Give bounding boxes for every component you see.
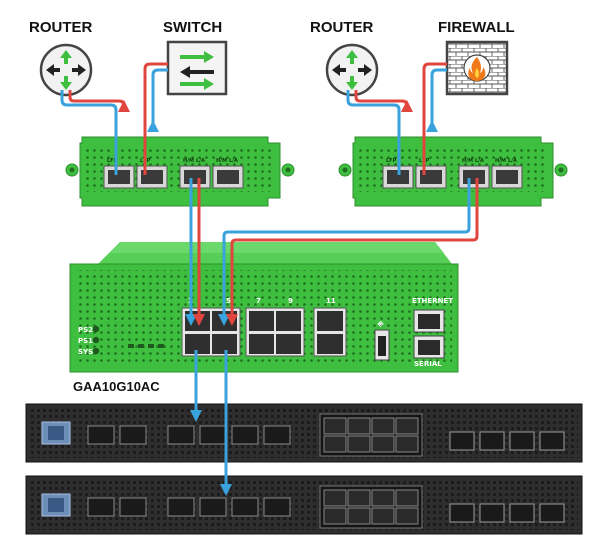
router-left-label: ROUTER	[29, 19, 93, 36]
switch-label: SWITCH	[163, 19, 222, 36]
device-model-label: GAA10G10AC	[73, 379, 160, 394]
tap-module-left: LFP LFP H/M L/A H/M L/A	[65, 136, 295, 207]
tap-right-port-label: H/M	[495, 158, 506, 164]
router-left-icon	[39, 43, 93, 97]
server-bottom	[25, 475, 583, 535]
link-router-right-blue	[346, 90, 401, 175]
switch-icon	[166, 40, 228, 96]
tap-left-port-label: LFP	[107, 158, 118, 164]
server-top	[25, 403, 583, 463]
links	[60, 62, 479, 496]
tap-right-port-label: LFP	[386, 158, 397, 164]
status-led-label: SYS	[78, 348, 93, 356]
link-tap-right-red	[230, 178, 479, 318]
tap-right-port-label: L/A	[475, 158, 484, 164]
link-firewall-blue	[430, 68, 447, 130]
router-right-icon	[325, 43, 379, 97]
firewall-label: FIREWALL	[438, 19, 515, 36]
link-switch-blue	[151, 68, 168, 130]
tap-right-port-label: L/A	[508, 158, 517, 164]
link-tap-right-blue	[222, 178, 471, 318]
tap-left-port-label: L/A	[196, 158, 205, 164]
tap-left-port-label: H/M	[216, 158, 227, 164]
tap-right-port-label: H/M	[462, 158, 473, 164]
serial-label: SERIAL	[414, 360, 442, 368]
port-number: 9	[288, 297, 293, 305]
usb-icon: ⎆	[377, 320, 384, 328]
port-number: 5	[226, 297, 231, 305]
link-switch-red	[143, 62, 168, 175]
port-number: 7	[256, 297, 261, 305]
tap-module-right: LFP LFP H/M L/A H/M L/A	[338, 136, 568, 207]
link-firewall-red	[422, 62, 447, 175]
status-led-label: PS2	[78, 326, 93, 334]
tap-left-port-label: H/M	[183, 158, 194, 164]
port-number: 11	[326, 297, 336, 305]
link-router-left-blue	[60, 90, 118, 175]
tap-left-port-label: L/A	[229, 158, 238, 164]
main-device: PS2 PS1 SYS 3 5 7 9 11 ⎆ ETHERNET	[69, 242, 459, 373]
firewall-icon	[445, 40, 509, 96]
ethernet-label: ETHERNET	[412, 297, 453, 305]
router-right-label: ROUTER	[310, 19, 374, 36]
status-led-label: PS1	[78, 337, 93, 345]
